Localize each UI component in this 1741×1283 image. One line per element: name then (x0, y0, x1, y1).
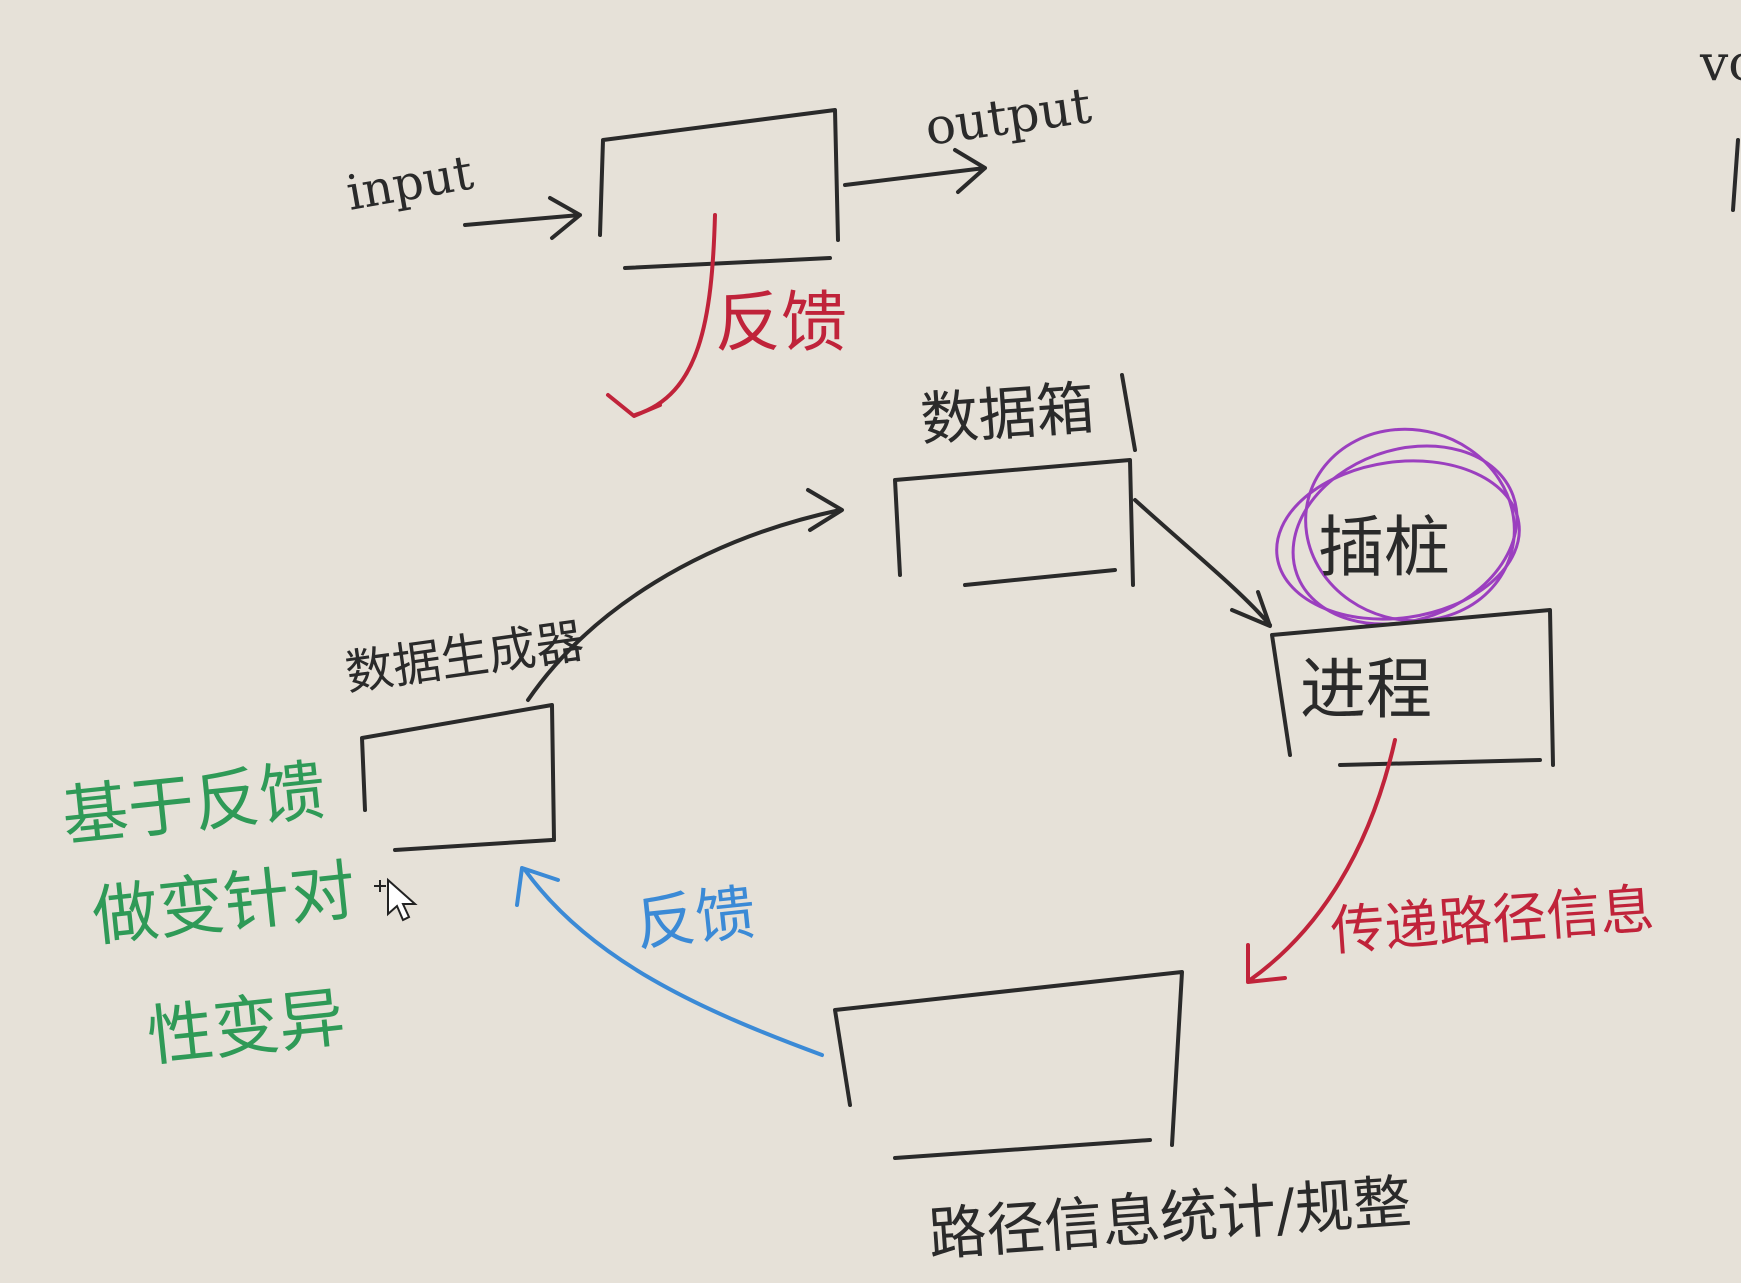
generator-label: 数据生成器 (342, 613, 587, 702)
input-label: input (342, 145, 477, 222)
process-box (1270, 608, 1555, 767)
side-note-line2: 做变针对 (89, 852, 360, 956)
top-feedback-arrow (606, 213, 717, 418)
system-box (598, 108, 840, 270)
process-label: 进程 (1300, 651, 1432, 728)
mouse-cursor-icon (374, 877, 418, 922)
data-box (893, 458, 1135, 587)
path-stats-label: 路径信息统计/规整 (926, 1167, 1413, 1269)
input-arrow (463, 196, 582, 240)
box-label: 数据箱 (918, 374, 1096, 454)
top-feedback-diagram: input output 反馈 (342, 76, 1095, 418)
cycle-feedback-label: 反馈 (632, 878, 759, 960)
stats-box (833, 970, 1184, 1160)
path-transfer-label: 传递路径信息 (1329, 878, 1657, 963)
output-arrow (843, 148, 987, 194)
side-note-line3: 性变异 (144, 979, 349, 1076)
box-label-bracket (1120, 373, 1137, 452)
output-label: output (922, 76, 1095, 157)
side-note-line1: 基于反馈 (59, 752, 330, 856)
box-to-process-arrow (1133, 498, 1272, 628)
edge-fragment-text: vo (1699, 34, 1741, 92)
generator-box (360, 703, 556, 852)
generator-to-box-arrow (526, 488, 844, 702)
top-feedback-label: 反馈 (715, 284, 847, 361)
instrumentation-label: 插桩 (1318, 509, 1450, 586)
process-to-stats-arrow (1246, 738, 1397, 984)
side-note: 基于反馈 做变针对 性变异 (59, 752, 360, 1076)
stats-to-generator-feedback-arrow (515, 866, 824, 1057)
instrumentation-circle (1275, 427, 1521, 626)
fuzzing-cycle-diagram: 数据生成器 数据箱 插桩 进程 传递路径信息 路径信息统计/规整 反馈 (342, 373, 1657, 1269)
edge-fragment-mark (1731, 138, 1740, 212)
